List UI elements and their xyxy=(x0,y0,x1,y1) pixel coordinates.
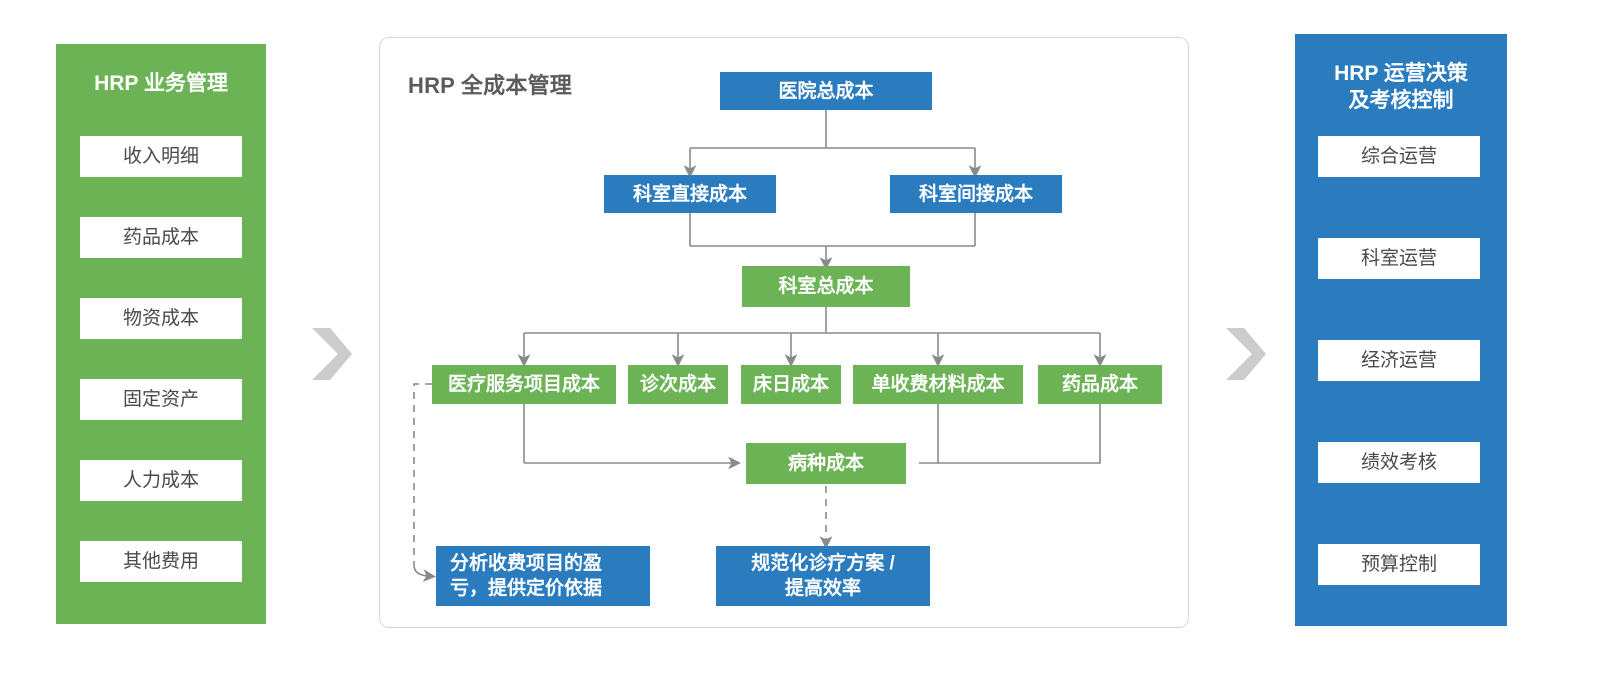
right-item-2[interactable]: 经济运营 xyxy=(1318,340,1480,381)
node-service-item-cost[interactable]: 医疗服务项目成本 xyxy=(432,365,616,404)
left-item-5[interactable]: 其他费用 xyxy=(80,541,242,582)
right-item-4[interactable]: 预算控制 xyxy=(1318,544,1480,585)
left-item-4[interactable]: 人力成本 xyxy=(80,460,242,501)
left-item-3[interactable]: 固定资产 xyxy=(80,379,242,420)
left-panel-items: 收入明细 药品成本 物资成本 固定资产 人力成本 其他费用 xyxy=(80,136,242,594)
node-hospital-total[interactable]: 医院总成本 xyxy=(720,72,932,110)
left-item-1[interactable]: 药品成本 xyxy=(80,217,242,258)
node-material-cost[interactable]: 单收费材料成本 xyxy=(853,365,1023,404)
chevron-right-icon-right xyxy=(1222,326,1266,382)
center-card xyxy=(379,37,1189,628)
node-bed-day-cost[interactable]: 床日成本 xyxy=(741,365,841,404)
right-item-3[interactable]: 绩效考核 xyxy=(1318,442,1480,483)
center-card-title: HRP 全成本管理 xyxy=(408,73,572,98)
node-dept-direct[interactable]: 科室直接成本 xyxy=(604,175,776,213)
right-item-1[interactable]: 科室运营 xyxy=(1318,238,1480,279)
node-visit-cost[interactable]: 诊次成本 xyxy=(628,365,728,404)
node-outcome-pricing-line2: 亏，提供定价依据 xyxy=(450,578,603,599)
right-panel-title-line2: 及考核控制 xyxy=(1348,89,1454,112)
node-outcome-pricing-line1: 分析收费项目的盈 xyxy=(450,553,603,574)
left-item-0[interactable]: 收入明细 xyxy=(80,136,242,177)
chevron-right-icon-left xyxy=(308,326,352,382)
right-panel-title: HRP 运营决策 及考核控制 xyxy=(1295,60,1507,114)
node-drug-cost[interactable]: 药品成本 xyxy=(1038,365,1162,404)
left-panel-title: HRP 业务管理 xyxy=(94,72,228,95)
node-outcome-protocol-line1: 规范化诊疗方案 / xyxy=(751,553,895,574)
right-panel: HRP 运营决策 及考核控制 xyxy=(1295,34,1507,626)
right-panel-title-line1: HRP 运营决策 xyxy=(1334,62,1468,85)
node-dept-total[interactable]: 科室总成本 xyxy=(742,266,910,307)
right-item-0[interactable]: 综合运营 xyxy=(1318,136,1480,177)
node-disease-cost[interactable]: 病种成本 xyxy=(746,443,906,484)
node-outcome-protocol[interactable]: 规范化诊疗方案 / 提高效率 xyxy=(716,546,930,606)
node-outcome-pricing[interactable]: 分析收费项目的盈 亏，提供定价依据 xyxy=(436,546,650,606)
node-dept-indirect[interactable]: 科室间接成本 xyxy=(890,175,1062,213)
right-panel-items: 综合运营 科室运营 经济运营 绩效考核 预算控制 xyxy=(1318,136,1480,594)
left-item-2[interactable]: 物资成本 xyxy=(80,298,242,339)
node-outcome-protocol-line2: 提高效率 xyxy=(784,578,861,599)
